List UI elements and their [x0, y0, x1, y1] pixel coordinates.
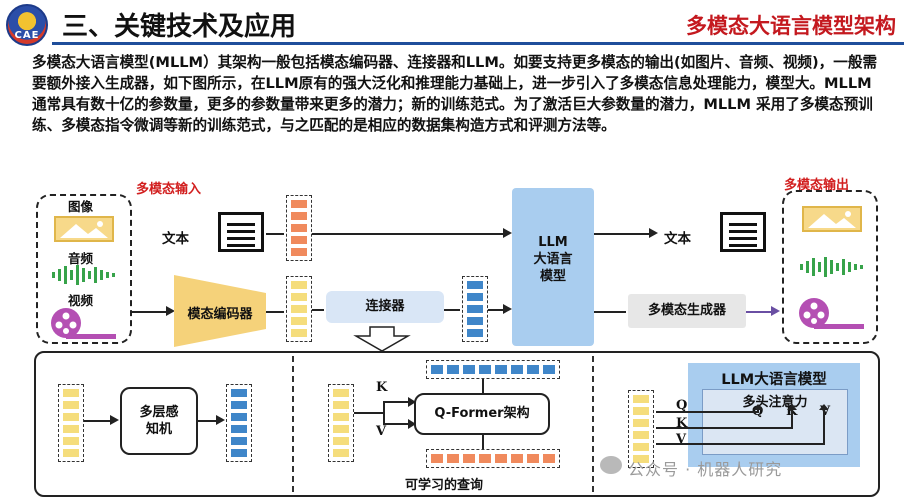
- qformer-output-tokens: [426, 360, 560, 379]
- arrow: [312, 233, 504, 235]
- document-icon: [218, 212, 264, 252]
- film-reel-icon: [794, 296, 868, 334]
- arrow-head: [771, 306, 780, 316]
- expand-down-arrow-icon: [353, 326, 411, 352]
- arrow: [354, 412, 372, 414]
- arrow: [444, 309, 460, 311]
- learnable-queries-label: 可学习的查询: [405, 478, 484, 493]
- organization-logo: CAE: [6, 4, 48, 46]
- attn-value-label: V: [820, 404, 831, 419]
- arrow: [482, 379, 484, 393]
- intro-paragraph: 多模态大语言模型(MLLM）其架构一般包括模态编码器、连接器和LLM。如要支持更…: [32, 54, 878, 134]
- input-key-label: K: [676, 416, 688, 431]
- panel-divider: [592, 356, 594, 492]
- text-token-stack: [286, 195, 312, 261]
- value-label: V: [376, 424, 387, 439]
- film-reel-icon: [46, 306, 120, 344]
- modality-video-label: 视频: [68, 293, 94, 308]
- image-icon: [54, 216, 114, 242]
- arrow: [266, 233, 284, 235]
- input-modalities-box: [36, 194, 132, 344]
- encoded-token-stack: [286, 276, 312, 342]
- learnable-query-tokens: [426, 449, 560, 468]
- input-value-label: V: [676, 432, 687, 447]
- section-title: 三、关键技术及应用: [62, 12, 297, 42]
- modality-image-label: 图像: [68, 199, 94, 214]
- arrow: [132, 311, 168, 313]
- watermark: 公众号 · 机器人研究: [628, 460, 783, 479]
- arrow-head: [216, 415, 225, 425]
- modality-encoder-shape: [174, 275, 266, 347]
- wechat-icon: [600, 456, 622, 474]
- panel-divider: [292, 356, 294, 492]
- input-title: 多模态输入: [136, 182, 202, 197]
- arrow: [84, 420, 112, 422]
- arrow: [266, 311, 284, 313]
- modality-encoder-label: 模态编码器: [187, 307, 253, 322]
- kv-fork-arrows: [372, 397, 416, 429]
- qkv-routing-arrows: [656, 404, 828, 445]
- multimodal-generator-block: 多模态生成器: [628, 294, 746, 328]
- connector-variants-panel: [34, 351, 880, 497]
- llm-attention-title: LLM大语言模型: [721, 372, 827, 388]
- output-title: 多模态输出: [784, 178, 850, 193]
- llm-block: [512, 188, 594, 346]
- text-input-label: 文本: [162, 231, 189, 247]
- connector-block: 连接器: [326, 291, 444, 323]
- audio-wave-icon: [798, 256, 868, 282]
- arrow-head: [110, 415, 119, 425]
- key-label: K: [376, 380, 388, 395]
- arrow: [746, 311, 772, 313]
- llm-label: LLM 大语言 模型: [533, 235, 573, 284]
- mlp-input-tokens: [58, 384, 84, 462]
- qformer-block: Q-Former架构: [414, 393, 550, 435]
- document-icon: [720, 212, 766, 252]
- aligned-token-stack: [462, 276, 488, 342]
- input-query-label: Q: [676, 398, 688, 413]
- mlp-output-tokens: [226, 384, 252, 462]
- attention-input-tokens: [628, 390, 654, 468]
- arrow: [312, 309, 324, 311]
- mlp-block: 多层感 知机: [120, 387, 198, 455]
- arrow: [198, 420, 218, 422]
- output-modalities-box: [782, 190, 878, 344]
- image-icon: [802, 206, 862, 232]
- arrow: [482, 435, 484, 449]
- arrow: [488, 309, 504, 311]
- arrow-head: [649, 228, 658, 238]
- arrow: [594, 311, 626, 313]
- slide-title: 多模态大语言模型架构: [686, 14, 896, 38]
- text-output-label: 文本: [664, 231, 691, 247]
- qformer-input-tokens: [328, 384, 354, 462]
- arrow-head: [503, 304, 512, 314]
- audio-wave-icon: [50, 264, 120, 290]
- modality-audio-label: 音频: [68, 251, 94, 266]
- arrow-head: [503, 228, 512, 238]
- arrow: [594, 233, 650, 235]
- arrow-head: [166, 306, 175, 316]
- header-divider: [52, 42, 904, 45]
